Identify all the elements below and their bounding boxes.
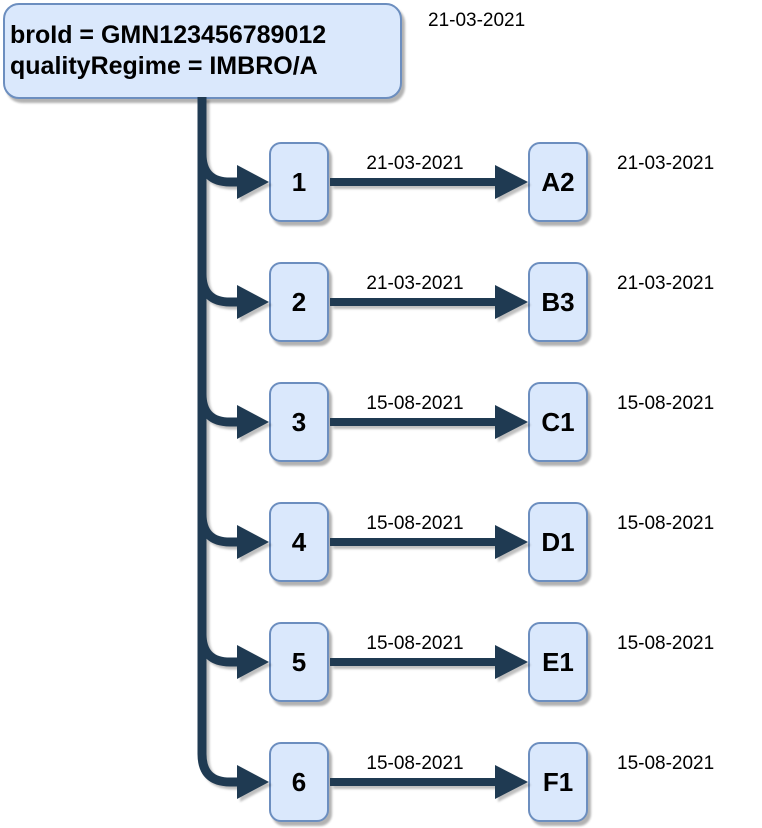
target-node: D1 xyxy=(528,502,588,582)
root-date: 21-03-2021 xyxy=(428,10,526,31)
edge-date-label: 15-08-2021 xyxy=(366,633,464,654)
target-date: 15-08-2021 xyxy=(617,633,715,654)
diagram-row: 15-08-2021 5 E1 15-08-2021 xyxy=(0,622,762,702)
diagram-row: 21-03-2021 1 A2 21-03-2021 xyxy=(0,142,762,222)
target-date: 15-08-2021 xyxy=(617,753,715,774)
root-node: broId = GMN123456789012 qualityRegime = … xyxy=(3,3,402,99)
target-date: 15-08-2021 xyxy=(617,393,715,414)
diagram-row: 21-03-2021 2 B3 21-03-2021 xyxy=(0,262,762,342)
edge-date-label: 15-08-2021 xyxy=(366,753,464,774)
edge-date-label: 21-03-2021 xyxy=(366,273,464,294)
source-node: 4 xyxy=(269,502,329,582)
edge-date-label: 15-08-2021 xyxy=(366,513,464,534)
diagram-row: 15-08-2021 3 C1 15-08-2021 xyxy=(0,382,762,462)
source-node: 3 xyxy=(269,382,329,462)
target-node: F1 xyxy=(528,742,588,822)
root-qualityregime-label: qualityRegime = IMBRO/A xyxy=(10,52,318,80)
source-node: 5 xyxy=(269,622,329,702)
source-node: 6 xyxy=(269,742,329,822)
diagram-row: 15-08-2021 6 F1 15-08-2021 xyxy=(0,742,762,822)
target-node: B3 xyxy=(528,262,588,342)
target-node: C1 xyxy=(528,382,588,462)
target-node: A2 xyxy=(528,142,588,222)
root-broid-label: broId = GMN123456789012 xyxy=(10,21,327,49)
target-date: 21-03-2021 xyxy=(617,153,715,174)
diagram-row: 15-08-2021 4 D1 15-08-2021 xyxy=(0,502,762,582)
target-date: 15-08-2021 xyxy=(617,513,715,534)
source-node: 2 xyxy=(269,262,329,342)
target-date: 21-03-2021 xyxy=(617,273,715,294)
target-node: E1 xyxy=(528,622,588,702)
edge-date-label: 15-08-2021 xyxy=(366,393,464,414)
edge-date-label: 21-03-2021 xyxy=(366,153,464,174)
source-node: 1 xyxy=(269,142,329,222)
